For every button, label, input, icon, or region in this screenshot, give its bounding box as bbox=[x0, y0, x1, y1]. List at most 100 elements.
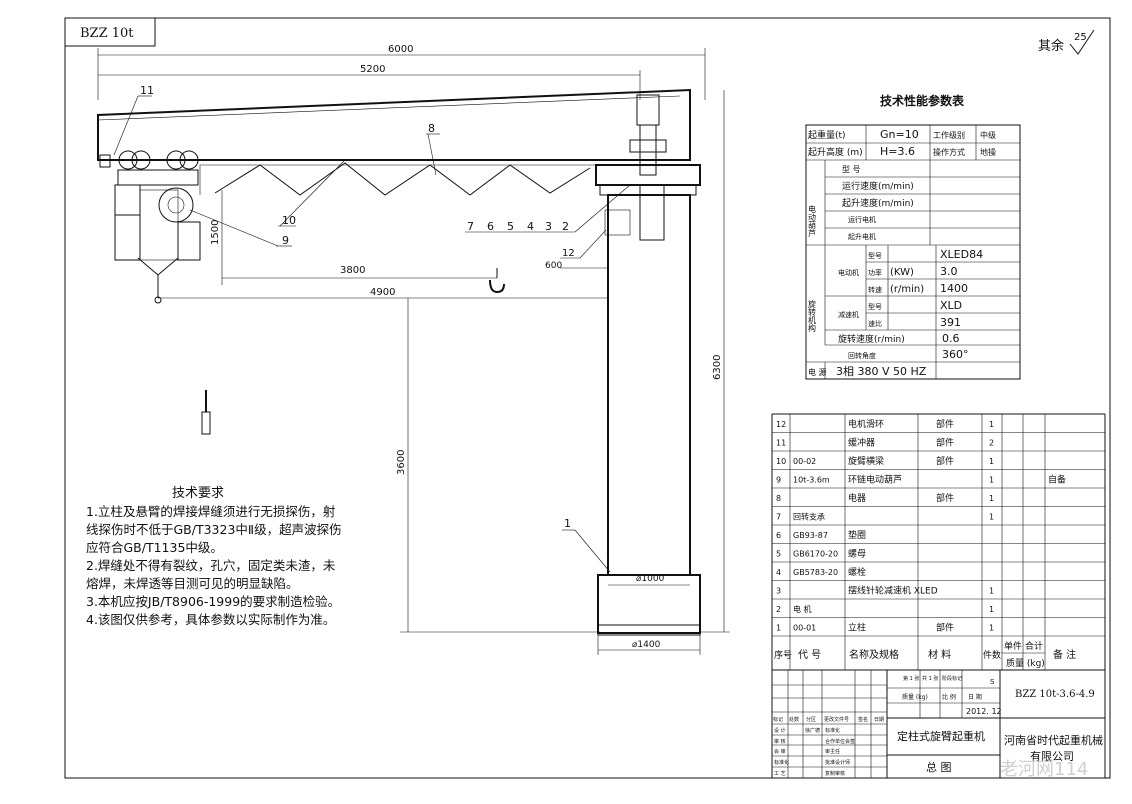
role2-1: 标准化 bbox=[825, 727, 840, 734]
bom-header-qty: 件数 bbox=[983, 649, 1001, 661]
bom-row-no: 6 bbox=[776, 531, 781, 540]
motor-v-3: 1400 bbox=[940, 282, 968, 295]
sheet-border bbox=[64, 17, 1111, 779]
sign-row-5: 签名 bbox=[858, 716, 868, 723]
tech-line-7: 4.该图仅供参考，具体参数以实际制作为准。 bbox=[86, 612, 335, 627]
role-5: 工 艺 bbox=[774, 771, 786, 777]
tech-line-1: 1.立柱及悬臂的焊接焊缝须进行无损探伤，射 bbox=[86, 504, 335, 519]
callout-12: 12 bbox=[562, 248, 575, 259]
hoist-row-1: 型 号 bbox=[842, 165, 861, 174]
power-k: 电 源 bbox=[808, 367, 827, 377]
hoist-row-2: 运行速度(m/min) bbox=[842, 180, 914, 192]
bom-row-no: 1 bbox=[776, 624, 781, 633]
bom-row-code: GB6170-20 bbox=[793, 550, 838, 559]
dim-column-dia-text: ⌀1000 bbox=[636, 574, 665, 584]
bom-row-name: 环链电动葫芦 bbox=[848, 474, 902, 486]
bom-header-note: 备 注 bbox=[1053, 648, 1076, 661]
electric-chain-hoist bbox=[99, 150, 201, 304]
dim-reach-4900-text: 4900 bbox=[370, 287, 395, 298]
role2-4: 批准设计师 bbox=[825, 759, 850, 766]
signer-1: 徐广德 bbox=[805, 727, 820, 734]
mark-label-4: 质量 (kg) bbox=[902, 693, 928, 701]
callout-4: 4 bbox=[527, 220, 534, 233]
roughness-label: 其余 bbox=[1038, 38, 1064, 54]
callout-2: 2 bbox=[562, 220, 569, 233]
bom-header-no: 序号 bbox=[774, 649, 792, 661]
bom-header-material: 材 料 bbox=[928, 648, 951, 661]
bom-row-name: 旋臂横梁 bbox=[848, 455, 884, 467]
bom-row-no: 11 bbox=[776, 439, 786, 448]
param-row1-b: Gn=10 bbox=[880, 128, 919, 141]
motor-k-3: 转速 bbox=[868, 285, 882, 294]
bom-header-name: 名称及规格 bbox=[849, 648, 899, 661]
role-4: 标准化 bbox=[774, 759, 789, 766]
tech-line-6: 3.本机应按JB/T8906-1999的要求制造检验。 bbox=[86, 594, 340, 609]
dim-base-dia: ⌀1400 bbox=[597, 635, 701, 655]
sign-row-3: 分区 bbox=[806, 716, 816, 723]
code-box bbox=[64, 17, 156, 47]
dim-offset-600: 600 bbox=[545, 261, 608, 271]
bom-row-name: 垫圈 bbox=[848, 529, 866, 541]
boom-web-truss bbox=[214, 162, 591, 196]
dim-column-height-text: 6300 bbox=[712, 355, 723, 380]
tb-sheet-title: 总 图 bbox=[926, 760, 952, 774]
tb-date: 2012. 12 bbox=[966, 707, 1002, 716]
bom-row-qty: 1 bbox=[989, 476, 994, 485]
mark-label-6: 日 期 bbox=[968, 693, 982, 701]
role2-6: 复制审核 bbox=[825, 770, 845, 777]
watermark: 老河网114 bbox=[1000, 759, 1088, 780]
motor-v-1: XLED84 bbox=[940, 248, 983, 261]
dim-total-span-text: 6000 bbox=[388, 44, 413, 55]
hoist-row-3: 起升速度(m/min) bbox=[842, 197, 914, 209]
param-row2-d: 地操 bbox=[980, 147, 996, 157]
param-row2-b: H=3.6 bbox=[880, 145, 915, 158]
slewing-drive bbox=[595, 94, 701, 241]
bom-row-no: 10 bbox=[776, 457, 786, 466]
tech-line-2: 线探伤时不低于GB/T3323中Ⅱ级，超声波探伤 bbox=[86, 522, 342, 537]
tb-drawing-no: BZZ 10t-3.6-4.9 bbox=[1015, 689, 1095, 700]
param-row1-a: 起重量(t) bbox=[808, 129, 846, 141]
title-block-code: BZZ 10t bbox=[80, 26, 134, 41]
tb-company-2: 有限公司 bbox=[1030, 749, 1074, 763]
bom-row-note: 自备 bbox=[1048, 474, 1066, 486]
bom-row-no: 3 bbox=[776, 587, 781, 596]
dim-column-lower-text: 3600 bbox=[396, 450, 407, 475]
motor-k-1: 型号 bbox=[868, 251, 882, 260]
bom-row-no: 12 bbox=[776, 420, 786, 429]
callout-7: 7 bbox=[467, 220, 474, 233]
bom-row-code: GB5783-20 bbox=[793, 568, 838, 577]
bom-row-no: 9 bbox=[776, 476, 781, 485]
sign-row-4: 更改文件号 bbox=[824, 716, 849, 723]
dim-reach-4900: 4900 bbox=[158, 287, 608, 299]
mark-label-5: 比 例 bbox=[942, 693, 956, 701]
callout-5: 5 bbox=[507, 220, 514, 233]
bom-row-material: 部件 bbox=[936, 418, 954, 430]
bom-row-qty: 1 bbox=[989, 457, 994, 466]
dim-total-span: 6000 bbox=[97, 44, 706, 100]
bom-row-name: 摆线针轮减速机 XLED bbox=[848, 585, 938, 597]
bom-row-name: 电机滑环 bbox=[848, 418, 884, 430]
tech-heading: 技术要求 bbox=[172, 486, 224, 501]
dim-column-height: 6300 bbox=[700, 90, 730, 633]
reducer-k-2: 速比 bbox=[868, 319, 882, 328]
mark-label-1: 第 1 张 bbox=[903, 675, 919, 682]
bom-row-name: 缓冲器 bbox=[848, 437, 875, 449]
reducer-label: 减速机 bbox=[838, 310, 859, 319]
bom-row-material: 部件 bbox=[936, 437, 954, 449]
power-v: 3相 380 V 50 HZ bbox=[836, 365, 927, 378]
pendant-control bbox=[201, 390, 211, 435]
bom-row-no: 7 bbox=[776, 513, 781, 522]
param-row1-d: 中级 bbox=[980, 130, 996, 140]
dim-offset-600-text: 600 bbox=[545, 261, 562, 271]
reducer-v-2: 391 bbox=[940, 316, 961, 329]
mark-label-3: 阶段标记 bbox=[942, 675, 962, 682]
reducer-v-1: XLD bbox=[940, 299, 962, 312]
bom-row-no: 4 bbox=[776, 568, 781, 577]
hoist-row-4: 运行电机 bbox=[848, 215, 876, 224]
mark-label-2: 共 1 张 bbox=[922, 675, 938, 682]
role-2: 审 核 bbox=[774, 738, 786, 745]
sign-row-2: 处数 bbox=[789, 716, 799, 723]
buffer bbox=[99, 154, 111, 168]
